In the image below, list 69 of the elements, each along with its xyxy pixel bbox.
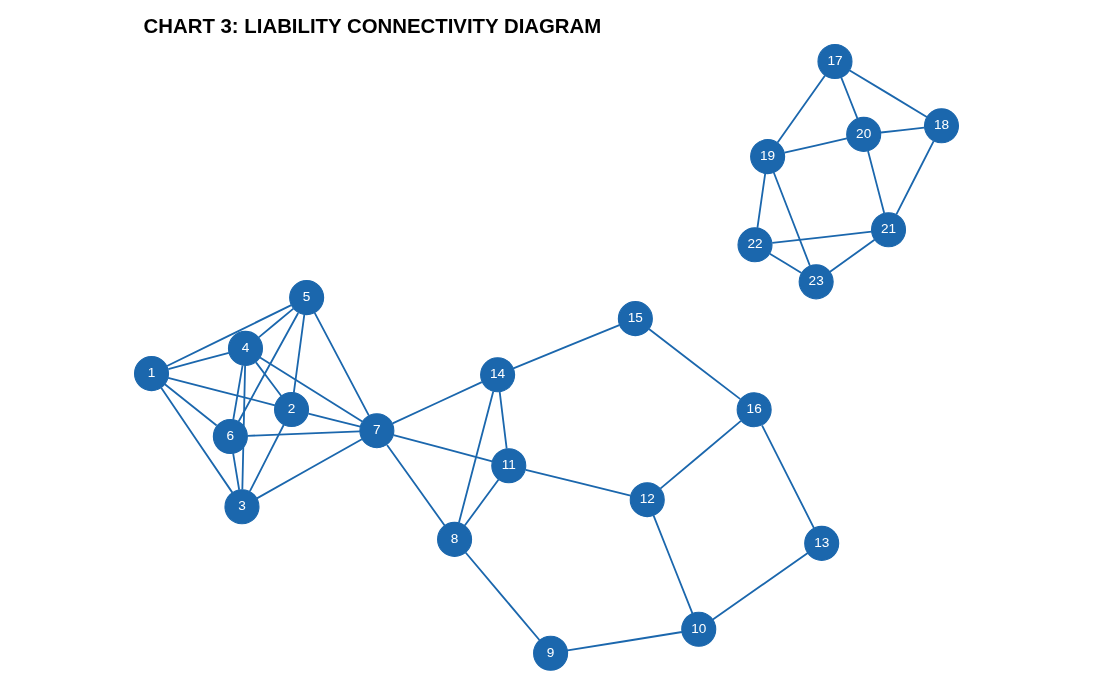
node-circle: 22	[737, 227, 773, 263]
connector	[292, 313, 306, 394]
connector	[840, 76, 859, 120]
connector	[386, 444, 446, 527]
connector	[255, 361, 283, 397]
connector	[464, 551, 541, 641]
connector	[160, 386, 234, 494]
connector	[652, 514, 694, 615]
node-circle: 9	[533, 635, 569, 671]
node-circle: 15	[617, 301, 653, 337]
node-circle: 7	[359, 413, 395, 449]
connector	[512, 324, 621, 370]
connector	[256, 438, 363, 500]
connector	[463, 478, 500, 527]
connector	[237, 312, 300, 423]
node-circle: 18	[923, 108, 960, 144]
connector	[232, 364, 244, 421]
connector	[391, 381, 483, 425]
node-circle: 17	[817, 43, 853, 80]
node-circle: 13	[804, 525, 840, 561]
connector	[768, 252, 803, 274]
connector	[166, 304, 293, 367]
connector	[241, 364, 246, 491]
connector	[848, 69, 928, 118]
connector	[880, 126, 926, 134]
connector	[307, 412, 362, 428]
node-circle: 23	[798, 264, 834, 300]
connector	[259, 356, 364, 423]
connector	[246, 430, 361, 437]
node-circle: 1	[133, 356, 170, 392]
connector	[783, 137, 848, 154]
connector	[829, 238, 876, 273]
connector	[167, 351, 230, 370]
node-circle: 2	[274, 392, 310, 428]
node-circle: 4	[227, 330, 264, 366]
connector	[392, 434, 494, 463]
node-circle: 3	[224, 489, 260, 525]
node-circle: 5	[289, 280, 325, 316]
connector	[756, 172, 767, 229]
connector	[458, 390, 495, 524]
connector	[232, 452, 241, 491]
connector	[248, 423, 285, 493]
connector	[895, 140, 935, 216]
connector	[257, 307, 295, 339]
connector	[566, 631, 683, 652]
node-circle: 21	[870, 212, 907, 248]
diagram-title: CHART 3: LIABILITY CONNECTIVITY DIAGRAM	[143, 14, 602, 37]
connector	[313, 311, 370, 417]
connector	[163, 383, 218, 427]
node-circle: 8	[437, 521, 473, 557]
connector	[711, 552, 809, 621]
connector	[771, 230, 873, 244]
connector	[648, 328, 742, 401]
connector	[772, 171, 811, 267]
node-circle: 6	[212, 418, 248, 455]
connector	[776, 74, 826, 144]
node-circle: 12	[629, 482, 665, 518]
node-circle: 20	[846, 116, 882, 152]
connector	[524, 469, 632, 497]
connector	[867, 150, 886, 214]
node-circle: 16	[736, 392, 772, 428]
node-circle: 10	[681, 611, 717, 647]
node-circle: 11	[491, 448, 527, 484]
node-circle: 14	[480, 357, 516, 393]
connector	[761, 424, 815, 529]
connector	[498, 390, 508, 450]
node-circle: 19	[750, 139, 786, 175]
connector	[659, 419, 742, 490]
connector	[167, 376, 276, 407]
